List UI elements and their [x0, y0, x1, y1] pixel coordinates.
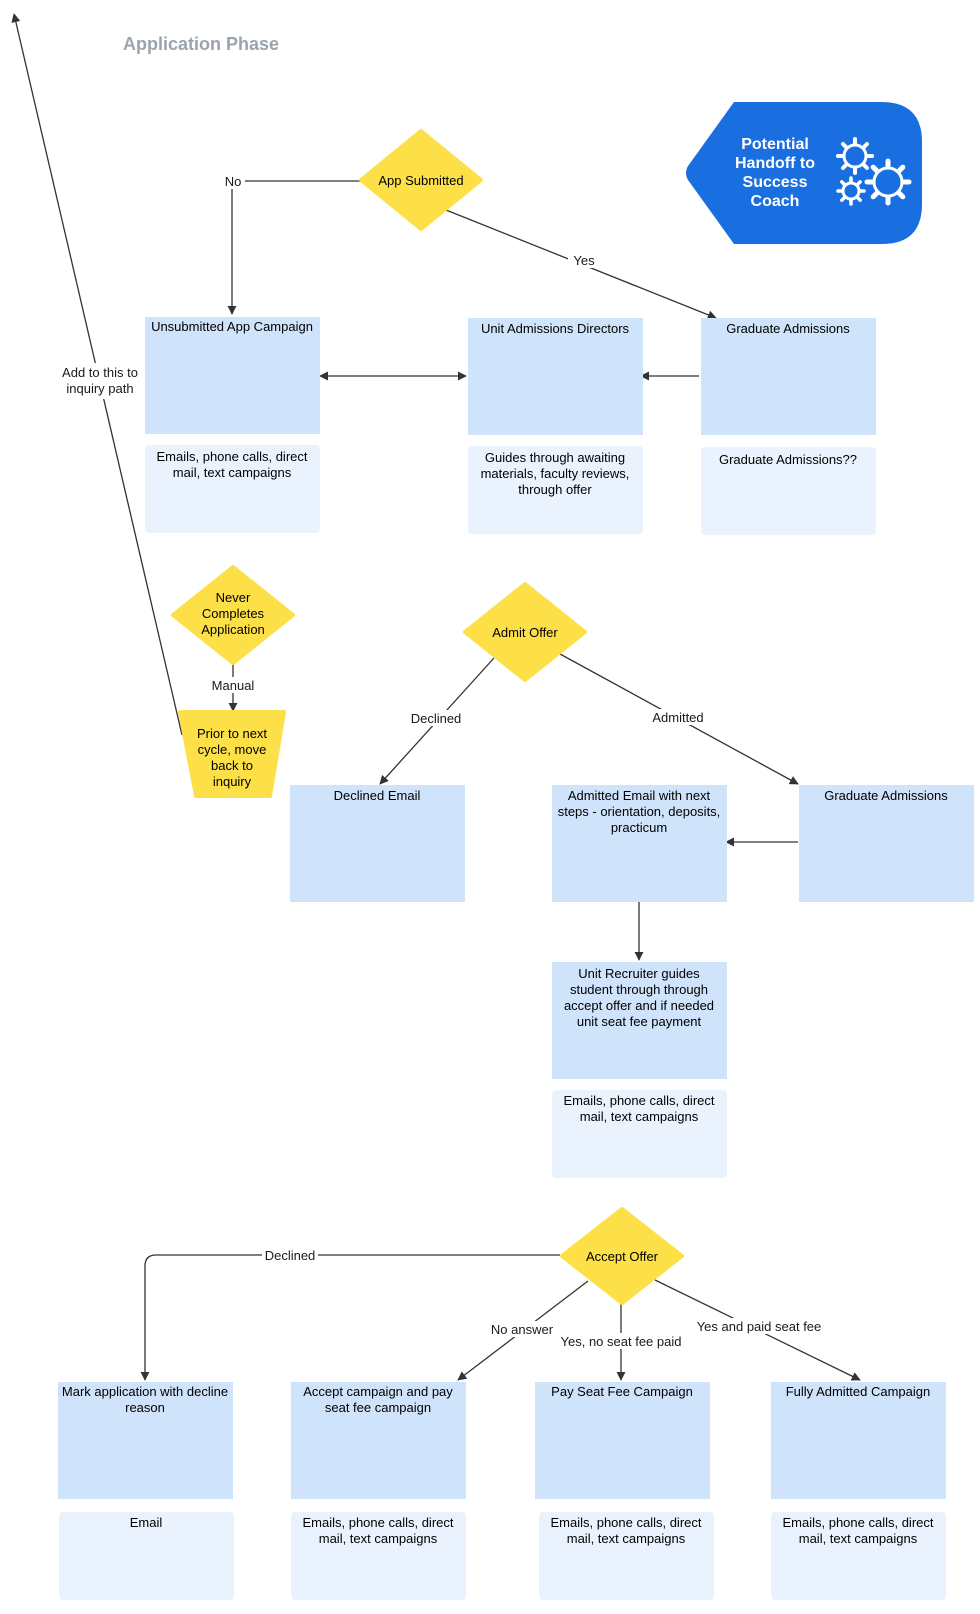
note-accept-campaign: Emails, phone calls, direct mail, text c…	[291, 1512, 466, 1600]
note-unsubmitted: Emails, phone calls, direct mail, text c…	[145, 445, 320, 533]
note-boxes: Emails, phone calls, direct mail, text c…	[59, 445, 946, 1600]
badge-line-4: Coach	[751, 193, 800, 210]
box-fully-admitted-label: Fully Admitted Campaign	[786, 1384, 931, 1399]
box-accept-campaign-line-1: Accept campaign and pay	[303, 1384, 453, 1399]
box-grad-adm-2-label: Graduate Admissions	[824, 788, 948, 803]
note-pay-seat-fee-line-1: Emails, phone calls, direct	[550, 1515, 701, 1530]
diamond-accept-offer-label: Accept Offer	[586, 1249, 659, 1264]
box-unit-admissions-directors: Unit Admissions Directors	[468, 318, 643, 435]
box-declined-email: Declined Email	[290, 785, 465, 902]
never-completes-line-3: Application	[201, 622, 265, 637]
diamond-app-submitted-label: App Submitted	[378, 173, 463, 188]
label-manual: Manual	[212, 678, 255, 693]
box-mark-decline-line-2: reason	[125, 1400, 165, 1415]
box-unit-recruiter-line-2: student through through	[570, 982, 708, 997]
badge-line-1: Potential	[741, 136, 809, 153]
box-unit-directors-label: Unit Admissions Directors	[481, 321, 630, 336]
note-fully-admitted-line-2: mail, text campaigns	[799, 1531, 918, 1546]
note-unit-directors: Guides through awaiting materials, facul…	[468, 446, 643, 534]
label-declined-1: Declined	[411, 711, 462, 726]
note-fully-admitted: Emails, phone calls, direct mail, text c…	[771, 1512, 946, 1600]
box-unit-recruiter-line-3: accept offer and if needed	[564, 998, 714, 1013]
trapezoid-line-2: cycle, move	[198, 742, 267, 757]
note-grad-adm-1: Graduate Admissions??	[701, 447, 876, 535]
box-pay-seat-fee: Pay Seat Fee Campaign	[535, 1382, 710, 1499]
edge-no	[227, 180, 362, 315]
box-mark-decline-line-1: Mark application with decline	[62, 1384, 228, 1399]
edge-declined-2	[140, 1254, 560, 1381]
page-title: Application Phase	[123, 34, 279, 54]
box-fully-admitted: Fully Admitted Campaign	[771, 1382, 946, 1499]
box-graduate-admissions-2: Graduate Admissions	[799, 785, 974, 902]
box-pay-seat-fee-label: Pay Seat Fee Campaign	[551, 1384, 693, 1399]
box-graduate-admissions-1: Graduate Admissions	[701, 318, 876, 435]
note-unit-recruiter: Emails, phone calls, direct mail, text c…	[552, 1090, 727, 1178]
label-add-to-inquiry-line-2: inquiry path	[66, 381, 133, 396]
box-accept-campaign: Accept campaign and pay seat fee campaig…	[291, 1382, 466, 1499]
edge-labels: No Yes Add to this to inquiry path Manua…	[58, 173, 824, 1349]
diamond-accept-offer: Accept Offer	[560, 1207, 684, 1305]
box-unit-recruiter-line-4: unit seat fee payment	[577, 1014, 702, 1029]
trapezoid-back-to-inquiry: Prior to next cycle, move back to inquir…	[178, 710, 286, 798]
note-unit-directors-line-3: through offer	[518, 482, 592, 497]
note-unit-recruiter-line-1: Emails, phone calls, direct	[563, 1093, 714, 1108]
note-unit-directors-line-2: materials, faculty reviews,	[481, 466, 630, 481]
trapezoid-line-1: Prior to next	[197, 726, 267, 741]
note-grad-adm-1-label: Graduate Admissions??	[719, 452, 857, 467]
label-no: No	[225, 174, 242, 189]
box-declined-email-label: Declined Email	[334, 788, 421, 803]
box-mark-decline: Mark application with decline reason	[58, 1382, 233, 1499]
trapezoid-line-4: inquiry	[213, 774, 252, 789]
note-accept-campaign-line-2: mail, text campaigns	[319, 1531, 438, 1546]
box-unsubmitted-app-campaign: Unsubmitted App Campaign	[145, 317, 320, 434]
label-no-answer: No answer	[491, 1322, 554, 1337]
label-yes-no-fee: Yes, no seat fee paid	[561, 1334, 682, 1349]
diamond-never-completes: Never Completes Application	[171, 565, 295, 665]
note-pay-seat-fee-line-2: mail, text campaigns	[567, 1531, 686, 1546]
note-unsubmitted-line-1: Emails, phone calls, direct	[156, 449, 307, 464]
note-unit-recruiter-line-2: mail, text campaigns	[580, 1109, 699, 1124]
note-unit-directors-line-1: Guides through awaiting	[485, 450, 625, 465]
handoff-badge: Potential Handoff to Success Coach	[686, 102, 922, 244]
gears-icon	[836, 137, 912, 206]
never-completes-line-1: Never	[216, 590, 251, 605]
label-yes-paid: Yes and paid seat fee	[697, 1319, 822, 1334]
label-declined-2: Declined	[265, 1248, 316, 1263]
badge-line-2: Handoff to	[735, 155, 815, 172]
box-admitted-email-line-3: practicum	[611, 820, 667, 835]
badge-line-3: Success	[743, 174, 808, 191]
box-unsubmitted-label: Unsubmitted App Campaign	[151, 319, 313, 334]
note-fully-admitted-line-1: Emails, phone calls, direct	[782, 1515, 933, 1530]
note-mark-decline-label: Email	[130, 1515, 163, 1530]
box-unit-recruiter: Unit Recruiter guides student through th…	[552, 962, 727, 1079]
diamond-admit-offer-label: Admit Offer	[492, 625, 558, 640]
diamond-app-submitted: App Submitted	[359, 129, 483, 231]
box-grad-adm-1-label: Graduate Admissions	[726, 321, 850, 336]
box-accept-campaign-line-2: seat fee campaign	[325, 1400, 431, 1415]
label-yes: Yes	[573, 253, 595, 268]
note-unsubmitted-line-2: mail, text campaigns	[173, 465, 292, 480]
note-mark-decline: Email	[59, 1512, 234, 1600]
box-admitted-email: Admitted Email with next steps - orienta…	[552, 785, 727, 902]
label-add-to-inquiry-line-1: Add to this to	[62, 365, 138, 380]
note-accept-campaign-line-1: Emails, phone calls, direct	[302, 1515, 453, 1530]
note-pay-seat-fee: Emails, phone calls, direct mail, text c…	[539, 1512, 714, 1600]
label-admitted: Admitted	[652, 710, 703, 725]
never-completes-line-2: Completes	[202, 606, 265, 621]
trapezoid-line-3: back to	[211, 758, 253, 773]
box-admitted-email-line-1: Admitted Email with next	[568, 788, 711, 803]
box-admitted-email-line-2: steps - orientation, deposits,	[558, 804, 721, 819]
diamond-admit-offer: Admit Offer	[463, 582, 587, 682]
process-boxes: Unsubmitted App Campaign Unit Admissions…	[58, 317, 974, 1499]
box-unit-recruiter-line-1: Unit Recruiter guides	[578, 966, 700, 981]
